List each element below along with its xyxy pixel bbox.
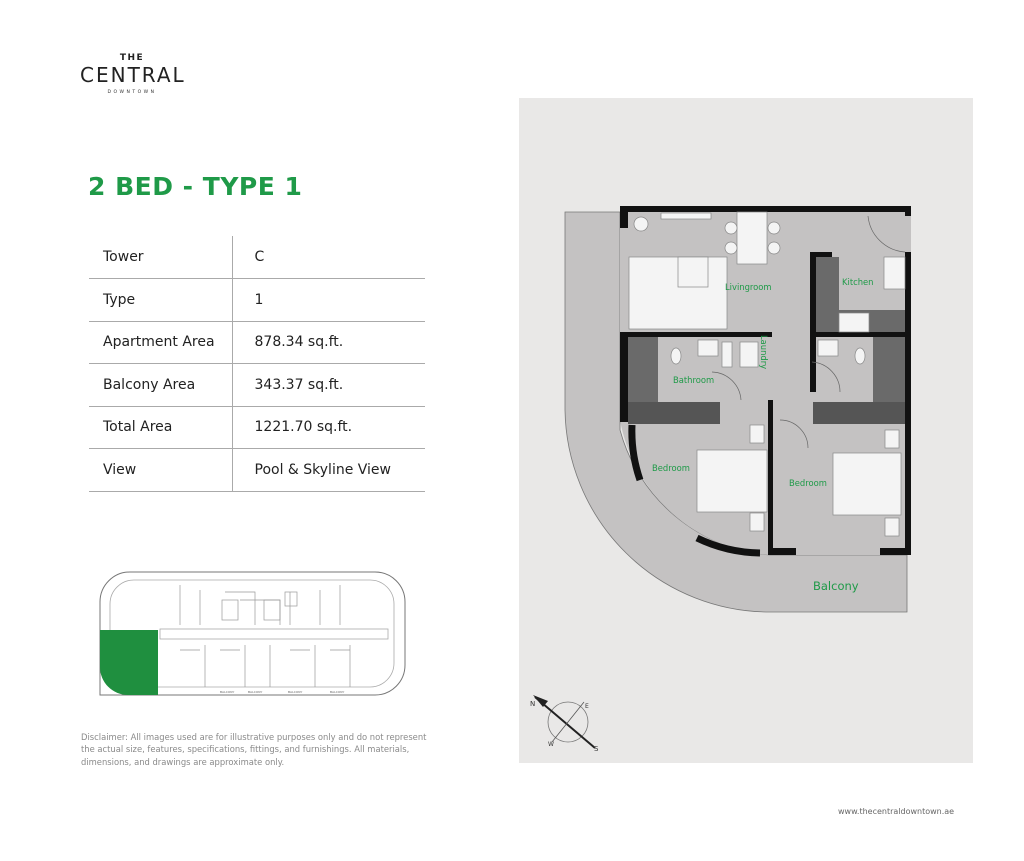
room-label-bedroom: Bedroom — [789, 478, 827, 488]
disclaimer: Disclaimer: All images used are for illu… — [81, 732, 427, 767]
spec-value: 1 — [232, 278, 425, 322]
keyplan-balcony-label: BALCONY — [248, 690, 262, 694]
logo-downtown: DOWNTOWN — [107, 90, 157, 95]
compass-w: W — [548, 741, 554, 748]
unit-title: 2 BED - TYPE 1 — [88, 172, 303, 201]
compass-n: N — [530, 700, 535, 708]
room-label-livingroom: Livingroom — [725, 282, 772, 292]
keyplan-balcony-label: BALCONY — [220, 690, 234, 694]
balcony-area — [564, 211, 908, 613]
spec-label: Apartment Area — [89, 321, 233, 364]
spec-value: 878.34 sq.ft. — [232, 321, 425, 364]
spec-value: C — [232, 236, 425, 279]
spec-label: Tower — [89, 236, 233, 279]
logo-central: CENTRAL — [80, 63, 186, 87]
spec-label: Balcony Area — [89, 363, 233, 407]
spec-label: Total Area — [89, 406, 233, 449]
room-label-laundry: Laundry — [759, 335, 769, 369]
unit-highlight — [100, 630, 158, 695]
keyplan-balcony-label: BALCONY — [288, 690, 302, 694]
spec-value: Pool & Skyline View — [232, 448, 425, 492]
logo-the: THE — [119, 53, 145, 63]
spec-value: 343.37 sq.ft. — [232, 363, 425, 407]
keyplan-balcony-label: BALCONY — [330, 690, 344, 694]
website-link[interactable]: www.thecentraldowntown.ae — [838, 807, 955, 816]
room-label-bathroom: Bathroom — [673, 375, 714, 385]
room-label-balcony: Balcony — [813, 579, 859, 593]
spec-label: View — [89, 448, 233, 492]
compass-icon: N S E W — [530, 695, 599, 753]
spec-value: 1221.70 sq.ft. — [232, 406, 425, 449]
compass-e: E — [585, 703, 589, 710]
compass-s: S — [594, 745, 599, 753]
spec-label: Type — [89, 278, 233, 322]
room-label-bedroom: Bedroom — [652, 463, 690, 473]
room-label-kitchen: Kitchen — [842, 277, 873, 287]
